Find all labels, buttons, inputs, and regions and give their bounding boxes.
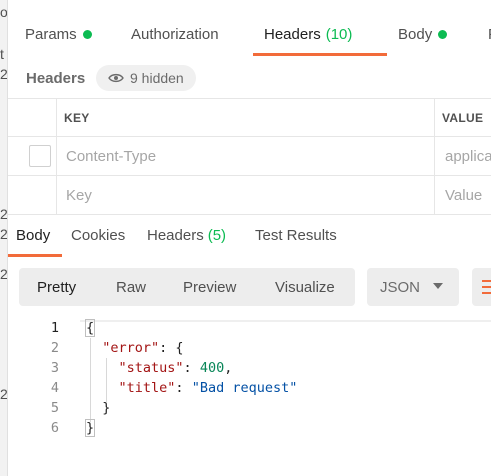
hidden-headers-toggle[interactable]: 9 hidden	[96, 65, 196, 91]
code-line: }	[102, 400, 111, 416]
chevron-down-icon	[433, 283, 443, 289]
value-input[interactable]: applica	[445, 147, 491, 165]
tab-pre-request[interactable]: P	[488, 26, 491, 43]
column-divider	[434, 99, 435, 215]
wrap-lines-button[interactable]	[472, 268, 491, 306]
editor-divider	[80, 320, 491, 322]
indent-guide	[106, 358, 107, 402]
status-dot-icon	[82, 30, 92, 39]
mode-raw-button[interactable]: Raw	[116, 278, 147, 296]
eye-icon	[108, 73, 124, 83]
code-line: }	[84, 419, 96, 437]
line-number: 4	[50, 380, 59, 396]
left-edge-fragment: 2	[0, 66, 8, 82]
active-tab-indicator	[253, 53, 387, 56]
tab-label: Body	[398, 26, 433, 43]
key-input[interactable]: Key	[66, 186, 92, 204]
left-edge-fragment: 2	[0, 266, 8, 282]
tab-label: Headers	[147, 227, 204, 244]
line-number: 3	[50, 360, 59, 376]
table-header-row: KEY VALUE	[8, 99, 491, 137]
table-row: Content-Type applica	[8, 137, 491, 176]
language-select[interactable]: JSON	[367, 268, 459, 306]
mode-pretty-button[interactable]: Pretty	[37, 278, 77, 296]
status-dot-icon	[438, 30, 448, 39]
tab-count: (5)	[207, 227, 227, 244]
column-header-value: VALUE	[442, 110, 484, 125]
line-number: 1	[50, 320, 59, 336]
tab-response-body[interactable]: Body	[16, 227, 51, 244]
tab-label: Authorization	[131, 26, 219, 43]
tab-authorization[interactable]: Authorization	[131, 26, 219, 43]
tab-response-headers[interactable]: Headers(5)	[147, 227, 226, 244]
table-row: Key Value	[8, 176, 491, 215]
left-edge-fragment: t	[0, 46, 4, 62]
left-edge-fragment: ow	[0, 4, 8, 20]
column-divider	[56, 99, 57, 215]
tab-cookies[interactable]: Cookies	[71, 227, 126, 244]
headers-section-header: Headers 9 hidden	[8, 58, 491, 98]
value-input[interactable]: Value	[445, 186, 483, 204]
mode-visualize-button[interactable]: Visualize	[275, 278, 335, 296]
tab-test-results[interactable]: Test Results	[255, 227, 337, 244]
left-edge-fragment: 2	[0, 206, 8, 222]
tab-label: Params	[25, 26, 77, 43]
headers-table: KEY VALUE Content-Type applica Key Value	[8, 98, 491, 215]
request-tabs: Params Authorization Headers (10) Body P	[8, 0, 491, 58]
line-number: 2	[50, 340, 59, 356]
left-edge-fragment: 2	[0, 386, 8, 402]
code-line: "error": {	[102, 340, 184, 356]
hidden-count-label: 9 hidden	[130, 70, 184, 86]
active-tab-indicator	[8, 254, 62, 257]
view-mode-selector: Pretty Raw Preview Visualize	[19, 268, 355, 306]
tab-label: Headers	[264, 26, 321, 43]
response-body-editor[interactable]: 1 2 3 4 5 6 { "error": { "status": 400, …	[8, 318, 491, 458]
left-panel-edge: ow t 2 2 2 2 2	[0, 0, 8, 476]
column-header-key: KEY	[64, 110, 90, 125]
language-value: JSON	[380, 278, 421, 296]
code-line: "status": 400,	[118, 360, 233, 376]
tab-headers[interactable]: Headers (10)	[264, 26, 352, 43]
tab-label: P	[488, 26, 491, 43]
wrap-icon	[482, 280, 491, 282]
code-line: "title": "Bad request"	[118, 380, 298, 396]
response-tabs: Body Cookies Headers(5) Test Results	[8, 214, 491, 257]
line-number: 6	[50, 420, 59, 436]
mode-preview-button[interactable]: Preview	[183, 278, 237, 296]
key-input[interactable]: Content-Type	[66, 147, 157, 165]
code-line: {	[84, 319, 96, 337]
line-number: 5	[50, 400, 59, 416]
indent-guide	[90, 338, 91, 422]
tab-params[interactable]: Params	[25, 26, 92, 43]
tab-count: (10)	[325, 26, 353, 43]
section-title: Headers	[26, 70, 86, 87]
tab-body[interactable]: Body	[398, 26, 448, 43]
row-checkbox[interactable]	[29, 137, 51, 175]
left-edge-fragment: 2	[0, 226, 8, 242]
